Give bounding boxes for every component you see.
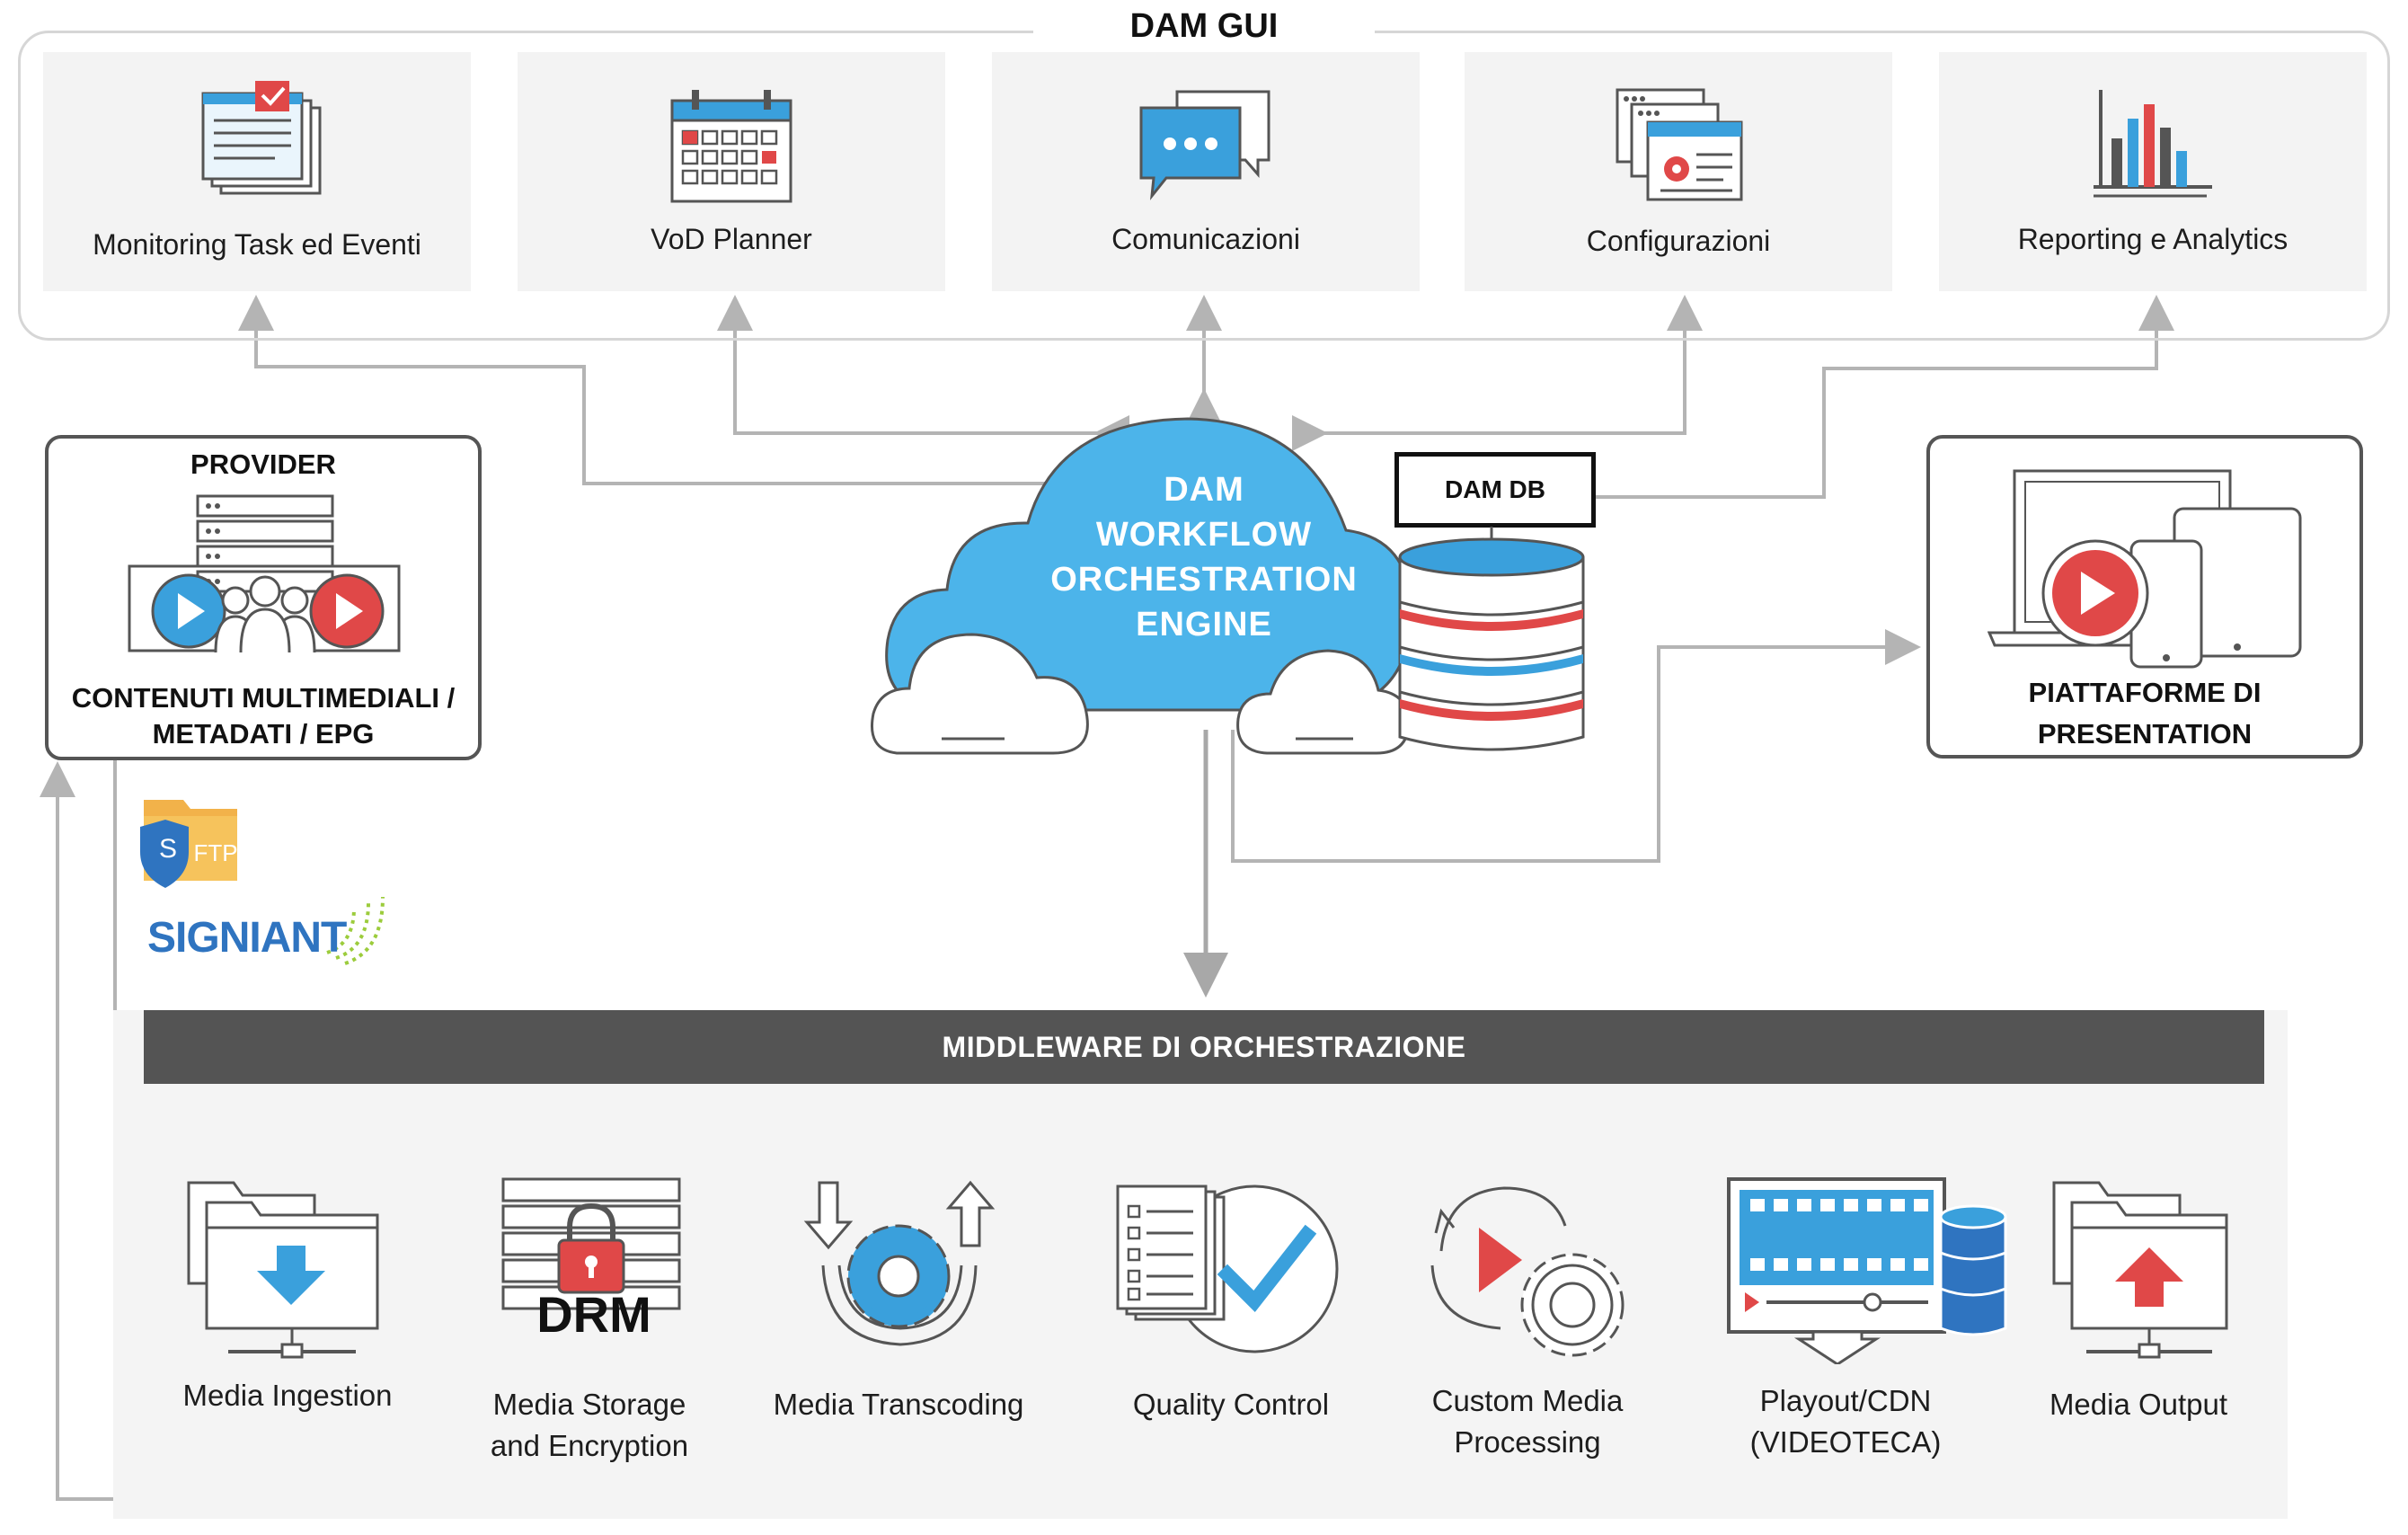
gui-card-configurazioni-label: Configurazioni — [1586, 225, 1771, 257]
custom-processing-module[interactable] — [1414, 1176, 1648, 1364]
media-storage-module[interactable]: DRM — [500, 1176, 688, 1346]
folder-download-icon — [180, 1176, 386, 1369]
media-storage-label-line1: Media Storage — [492, 1388, 686, 1421]
gui-card-comunicazioni[interactable]: Comunicazioni — [992, 52, 1420, 291]
connector-engine-presentation — [1231, 629, 1921, 863]
calendar-icon — [660, 81, 803, 216]
playout-cdn-label-line2: (VIDEOTECA) — [1749, 1425, 1942, 1459]
drm-badge: DRM — [536, 1286, 651, 1343]
signiant-label: SIGNIANT — [147, 914, 347, 962]
gear-transcode-icon — [800, 1176, 997, 1360]
drm-lock-icon — [500, 1176, 688, 1351]
connector-monitoring-engine — [238, 295, 1084, 501]
engine-label-line3: ORCHESTRATION — [1050, 561, 1358, 599]
dam-gui-title: DAM GUI — [1033, 2, 1375, 49]
custom-processing-label: Custom Media Processing — [1384, 1380, 1671, 1463]
custom-processing-label-line2: Processing — [1454, 1425, 1601, 1459]
media-output-label: Media Output — [1995, 1384, 2282, 1425]
connector-db-reporting — [1596, 295, 2174, 499]
provider-box: PROVIDER CONTENUTI MULTIMEDIALI / METADA… — [45, 435, 482, 760]
bar-chart-icon — [2081, 81, 2225, 216]
sftp-label: FTP — [193, 839, 238, 866]
engine-label-line1: DAM — [1164, 471, 1244, 509]
custom-processing-label-line1: Custom Media — [1431, 1384, 1624, 1417]
media-ingestion-label: Media Ingestion — [144, 1375, 431, 1416]
database-icon — [1393, 527, 1590, 760]
connector-vod-engine — [717, 295, 1129, 451]
gui-card-comunicazioni-label: Comunicazioni — [1111, 223, 1300, 255]
engine-label-line2: WORKFLOW — [1095, 516, 1313, 554]
orchestration-cloud-icon — [861, 404, 1508, 764]
film-database-icon — [1723, 1176, 2011, 1369]
media-ingestion-module[interactable] — [180, 1176, 386, 1364]
gui-card-monitoring-label: Monitoring Task ed Eventi — [93, 228, 421, 261]
presentation-line2: PRESENTATION — [2037, 718, 2253, 750]
gui-card-vod-planner[interactable]: VoD Planner — [518, 52, 945, 291]
engine-label-line4: ENGINE — [1136, 606, 1272, 643]
playout-cdn-module[interactable] — [1723, 1176, 2011, 1366]
media-output-module[interactable] — [2050, 1176, 2257, 1364]
provider-title: PROVIDER — [190, 448, 336, 480]
gui-card-reporting[interactable]: Reporting e Analytics — [1939, 52, 2367, 291]
devices-play-icon — [1987, 466, 2311, 672]
chat-bubbles-icon — [1134, 81, 1278, 216]
sftp-folder-icon: S FTP — [137, 794, 244, 893]
gui-card-vod-label: VoD Planner — [651, 223, 812, 255]
quality-control-label: Quality Control — [1087, 1384, 1375, 1425]
quality-control-module[interactable] — [1111, 1176, 1344, 1364]
provider-caption-line1: CONTENUTI MULTIMEDIALI / — [71, 682, 456, 714]
media-transcoding-label: Media Transcoding — [755, 1384, 1042, 1425]
middleware-bar: MIDDLEWARE DI ORCHESTRAZIONE — [144, 1010, 2264, 1084]
play-gears-icon — [1414, 1176, 1648, 1369]
media-storage-label-line2: and Encryption — [490, 1429, 689, 1462]
checklist-icon — [1111, 1176, 1344, 1369]
sftp-shield-letter: S — [158, 834, 177, 864]
monitoring-task-icon — [185, 81, 329, 216]
media-transcoding-module[interactable] — [800, 1176, 997, 1355]
gui-card-configurazioni[interactable]: Configurazioni — [1465, 52, 1892, 291]
provider-servers-icon — [128, 494, 406, 656]
connector-configurazioni-engine — [1292, 295, 1703, 451]
gui-card-monitoring[interactable]: Monitoring Task ed Eventi — [43, 52, 471, 291]
signiant-logo: SIGNIANT — [147, 896, 390, 980]
engine-label: DAM WORKFLOW ORCHESTRATION ENGINE — [1015, 467, 1393, 647]
dam-db-label: DAM DB — [1394, 452, 1596, 528]
folder-upload-icon — [2050, 1176, 2257, 1369]
settings-windows-icon — [1607, 81, 1750, 216]
gui-card-reporting-label: Reporting e Analytics — [2017, 223, 2288, 255]
presentation-box: PIATTAFORME DI PRESENTATION — [1926, 435, 2363, 759]
playout-cdn-label-line1: Playout/CDN — [1759, 1384, 1932, 1417]
presentation-line1: PIATTAFORME DI — [2028, 677, 2262, 708]
provider-caption-line2: METADATI / EPG — [152, 718, 375, 750]
playout-cdn-label: Playout/CDN (VIDEOTECA) — [1702, 1380, 1989, 1463]
media-storage-label: Media Storage and Encryption — [446, 1384, 733, 1467]
